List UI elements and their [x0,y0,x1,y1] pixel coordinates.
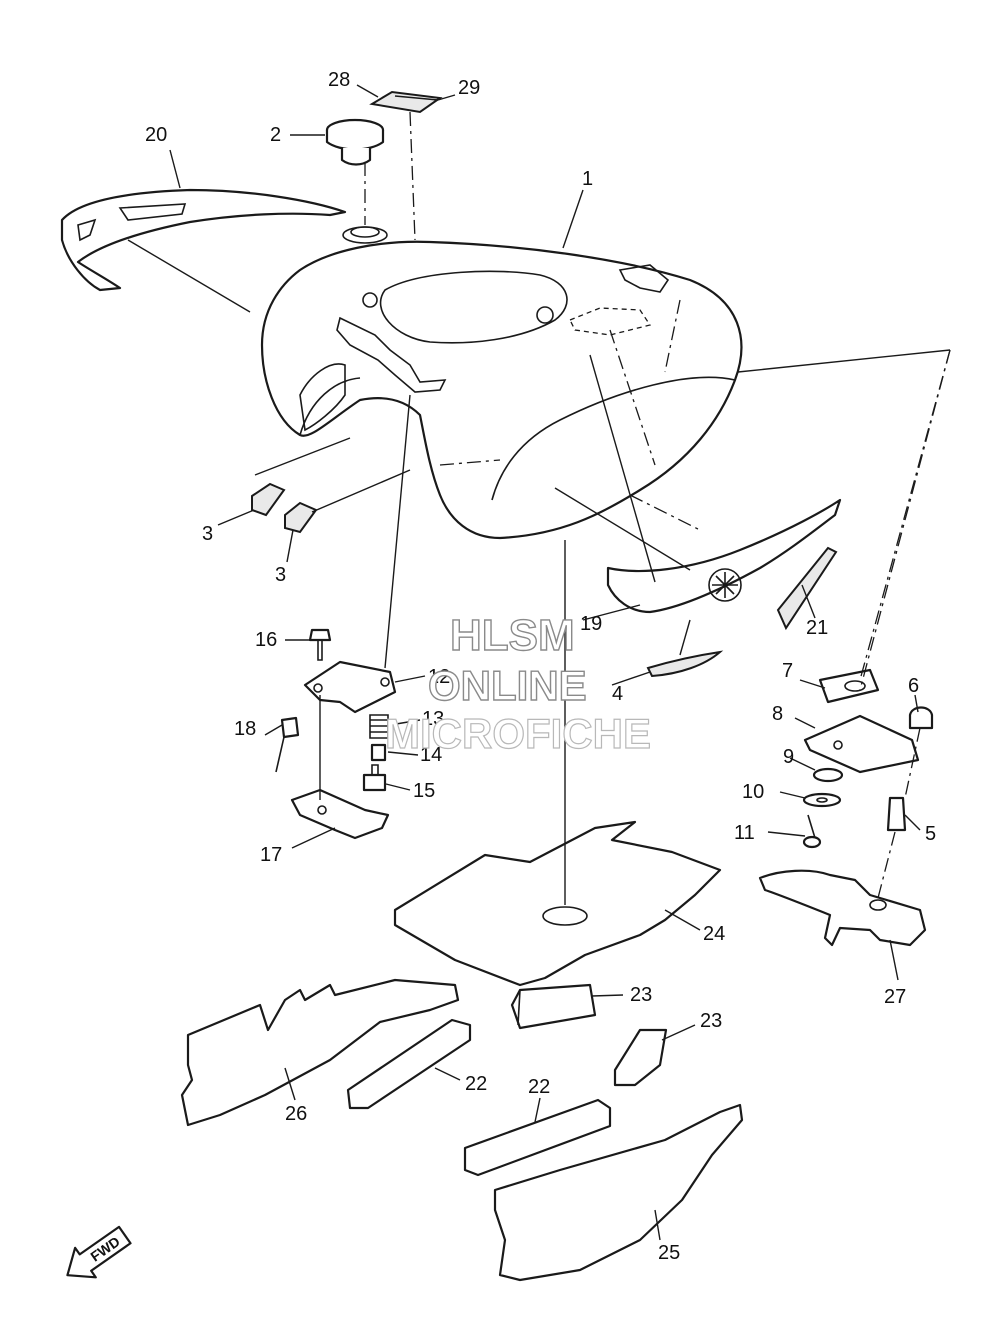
damper-23b [613,1028,668,1087]
callout-11: 11 [734,822,755,844]
callout-13: 13 [422,708,444,730]
sheet-24 [393,820,722,987]
callout-15: 15 [413,780,435,802]
callout-3b: 3 [275,564,286,586]
callout-17: 17 [260,844,282,866]
callout-23a: 23 [630,984,652,1006]
callout-2: 2 [270,124,281,146]
watermark-line-3: MICROFICHE [385,710,651,757]
callout-1: 1 [582,168,593,190]
collar-14 [370,743,387,762]
front-bracket-upper [303,660,397,714]
callouts: 1 2 3 3 4 5 6 7 8 9 10 11 12 13 14 15 16… [145,69,936,1264]
watermark: HLSM ONLINE MICROFICHE [384,610,651,757]
spring-13 [369,714,389,739]
bolt-15 [362,764,387,792]
label-28-29 [369,90,443,114]
damper-22b [463,1098,612,1177]
plate-8 [803,714,920,774]
callout-24: 24 [703,923,725,945]
nut-6 [908,706,934,730]
callout-12: 12 [428,666,450,688]
damper-22a [346,1018,472,1110]
bolt-16 [308,628,332,661]
callout-21: 21 [806,617,828,639]
fuel-tank [260,226,743,540]
screw-18 [275,716,300,773]
callout-6: 6 [908,675,919,697]
emblem-left [60,188,347,292]
rubber-7 [818,668,880,704]
callout-27: 27 [884,986,906,1008]
callout-16: 16 [255,629,277,651]
callout-25: 25 [658,1242,680,1264]
callout-18: 18 [234,718,256,740]
bracket-27 [758,869,927,947]
callout-14: 14 [420,744,442,766]
callout-29: 29 [458,77,480,99]
washer-10 [802,792,842,808]
callout-5: 5 [925,823,936,845]
callout-7: 7 [782,660,793,682]
callout-22a: 22 [465,1073,487,1095]
side-cover-26 [180,978,460,1127]
damper-3a [251,482,286,517]
assembly-lines [127,111,951,905]
callout-26: 26 [285,1103,307,1125]
damper-23a [510,983,597,1030]
fwd-arrow: FWD [66,1225,132,1279]
callout-20: 20 [145,124,167,146]
callout-9: 9 [783,746,794,768]
callout-4: 4 [612,683,623,705]
callout-10: 10 [742,781,764,803]
emblem-right [606,498,842,614]
leader-lines [169,84,921,1241]
screw-11 [802,814,822,849]
stud-5 [886,796,907,832]
callout-3a: 3 [202,523,213,545]
collar-9 [812,767,844,783]
callout-8: 8 [772,703,783,725]
strip-21 [776,546,838,631]
callout-28: 28 [328,69,350,91]
tank-cap [325,118,385,166]
callout-23b: 23 [700,1010,722,1032]
watermark-line-2: ONLINE [428,662,587,709]
callout-22b: 22 [528,1076,550,1098]
damper-3b [284,501,318,534]
callout-19: 19 [580,613,602,635]
side-cover-25 [493,1103,744,1282]
pad-4 [646,650,724,678]
watermark-line-1: HLSM [450,611,575,660]
front-bracket-lower [290,788,390,840]
